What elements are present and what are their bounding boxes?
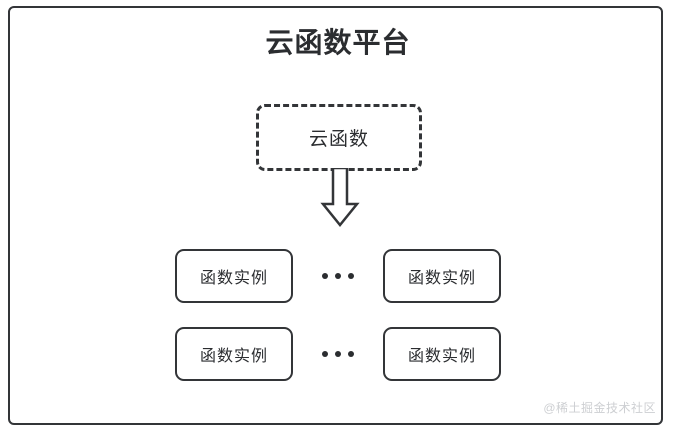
function-instance-label: 函数实例 — [407, 348, 476, 365]
watermark: @稀土掘金技术社区 — [543, 401, 656, 415]
instance-row-1: 函数实例 函数实例 — [0, 249, 676, 303]
function-instance-box: 函数实例 — [383, 327, 501, 381]
function-instance-box: 函数实例 — [383, 249, 501, 303]
ellipsis-dot — [322, 273, 328, 279]
ellipsis-dot — [322, 351, 328, 357]
function-instance-box: 函数实例 — [175, 249, 293, 303]
ellipsis-dot — [335, 273, 341, 279]
page-title: 云函数平台 — [265, 27, 411, 58]
ellipsis-icon — [293, 351, 383, 357]
down-arrow-icon — [320, 166, 360, 228]
function-instance-label: 函数实例 — [199, 270, 268, 287]
function-instance-label: 函数实例 — [407, 270, 476, 287]
ellipsis-icon — [293, 273, 383, 279]
ellipsis-dot — [348, 351, 354, 357]
ellipsis-dot — [348, 273, 354, 279]
cloud-function-label: 云函数 — [308, 129, 369, 150]
cloud-function-node: 云函数 — [256, 104, 422, 171]
function-instance-label: 函数实例 — [199, 348, 268, 365]
instance-row-2: 函数实例 函数实例 — [0, 327, 676, 381]
function-instance-box: 函数实例 — [175, 327, 293, 381]
ellipsis-dot — [335, 351, 341, 357]
